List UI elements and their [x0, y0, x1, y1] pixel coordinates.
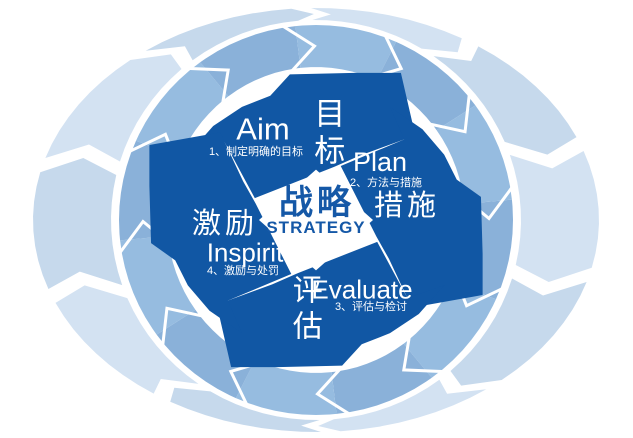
- center-diamond: [259, 169, 373, 271]
- middle-ring-segment: [295, 25, 397, 81]
- cycle-arrow: [149, 132, 292, 334]
- outer-ring-segment: [509, 150, 599, 282]
- inspirit-label-zh: 激励: [191, 207, 259, 240]
- cycle-arrow: [187, 72, 416, 199]
- outer-ring-segment: [450, 278, 587, 386]
- middle-ring-segment: [156, 309, 256, 399]
- middle-ring-segment: [136, 62, 229, 158]
- outer-ring-segment: [170, 387, 321, 432]
- middle-ring-chevron: [187, 66, 230, 106]
- middle-ring-chevron: [280, 23, 317, 74]
- evaluate-subtitle: 3、评估与检讨: [334, 301, 408, 314]
- goal-subtitle: 1、制定明确的目标: [208, 146, 304, 159]
- cycle-arrow: [340, 106, 483, 308]
- outer-ring-segment: [55, 285, 199, 394]
- middle-ring-chevron: [315, 366, 352, 417]
- outer-ring-segment: [433, 46, 577, 155]
- outer-ring-segment: [318, 379, 487, 432]
- inspirit-label-en: Inspirit: [206, 237, 284, 268]
- outer-ring-segment: [145, 8, 314, 61]
- measures-label-en: Plan: [352, 146, 408, 177]
- middle-ring-segment: [235, 359, 337, 415]
- cycle-arrow: [216, 241, 445, 368]
- middle-ring-chevron: [161, 306, 205, 348]
- outer-ring-segment: [311, 8, 462, 53]
- middle-ring-chevron: [427, 92, 471, 134]
- inner-cycle-arrows: [149, 72, 483, 368]
- center-title-en: STRATEGY: [266, 218, 366, 238]
- goal-label-en: Aim: [236, 111, 290, 147]
- outer-ring-segment: [33, 158, 123, 290]
- center-title-zh: 战略: [279, 184, 355, 223]
- middle-ring-chevron: [402, 334, 445, 374]
- evaluate-label-en: Evaluate: [311, 274, 413, 305]
- goal-label-zh: 目标: [309, 97, 345, 171]
- middle-ring-segment: [403, 282, 496, 378]
- inspirit-subtitle: 4、激励与处罚: [206, 265, 280, 278]
- middle-ring-segment: [376, 41, 476, 131]
- measures-subtitle: 2、方法与措施: [349, 177, 423, 190]
- evaluate-label-zh: 评估: [287, 274, 321, 346]
- measures-label-zh: 措施: [373, 189, 441, 222]
- outer-ring-segment: [45, 54, 182, 162]
